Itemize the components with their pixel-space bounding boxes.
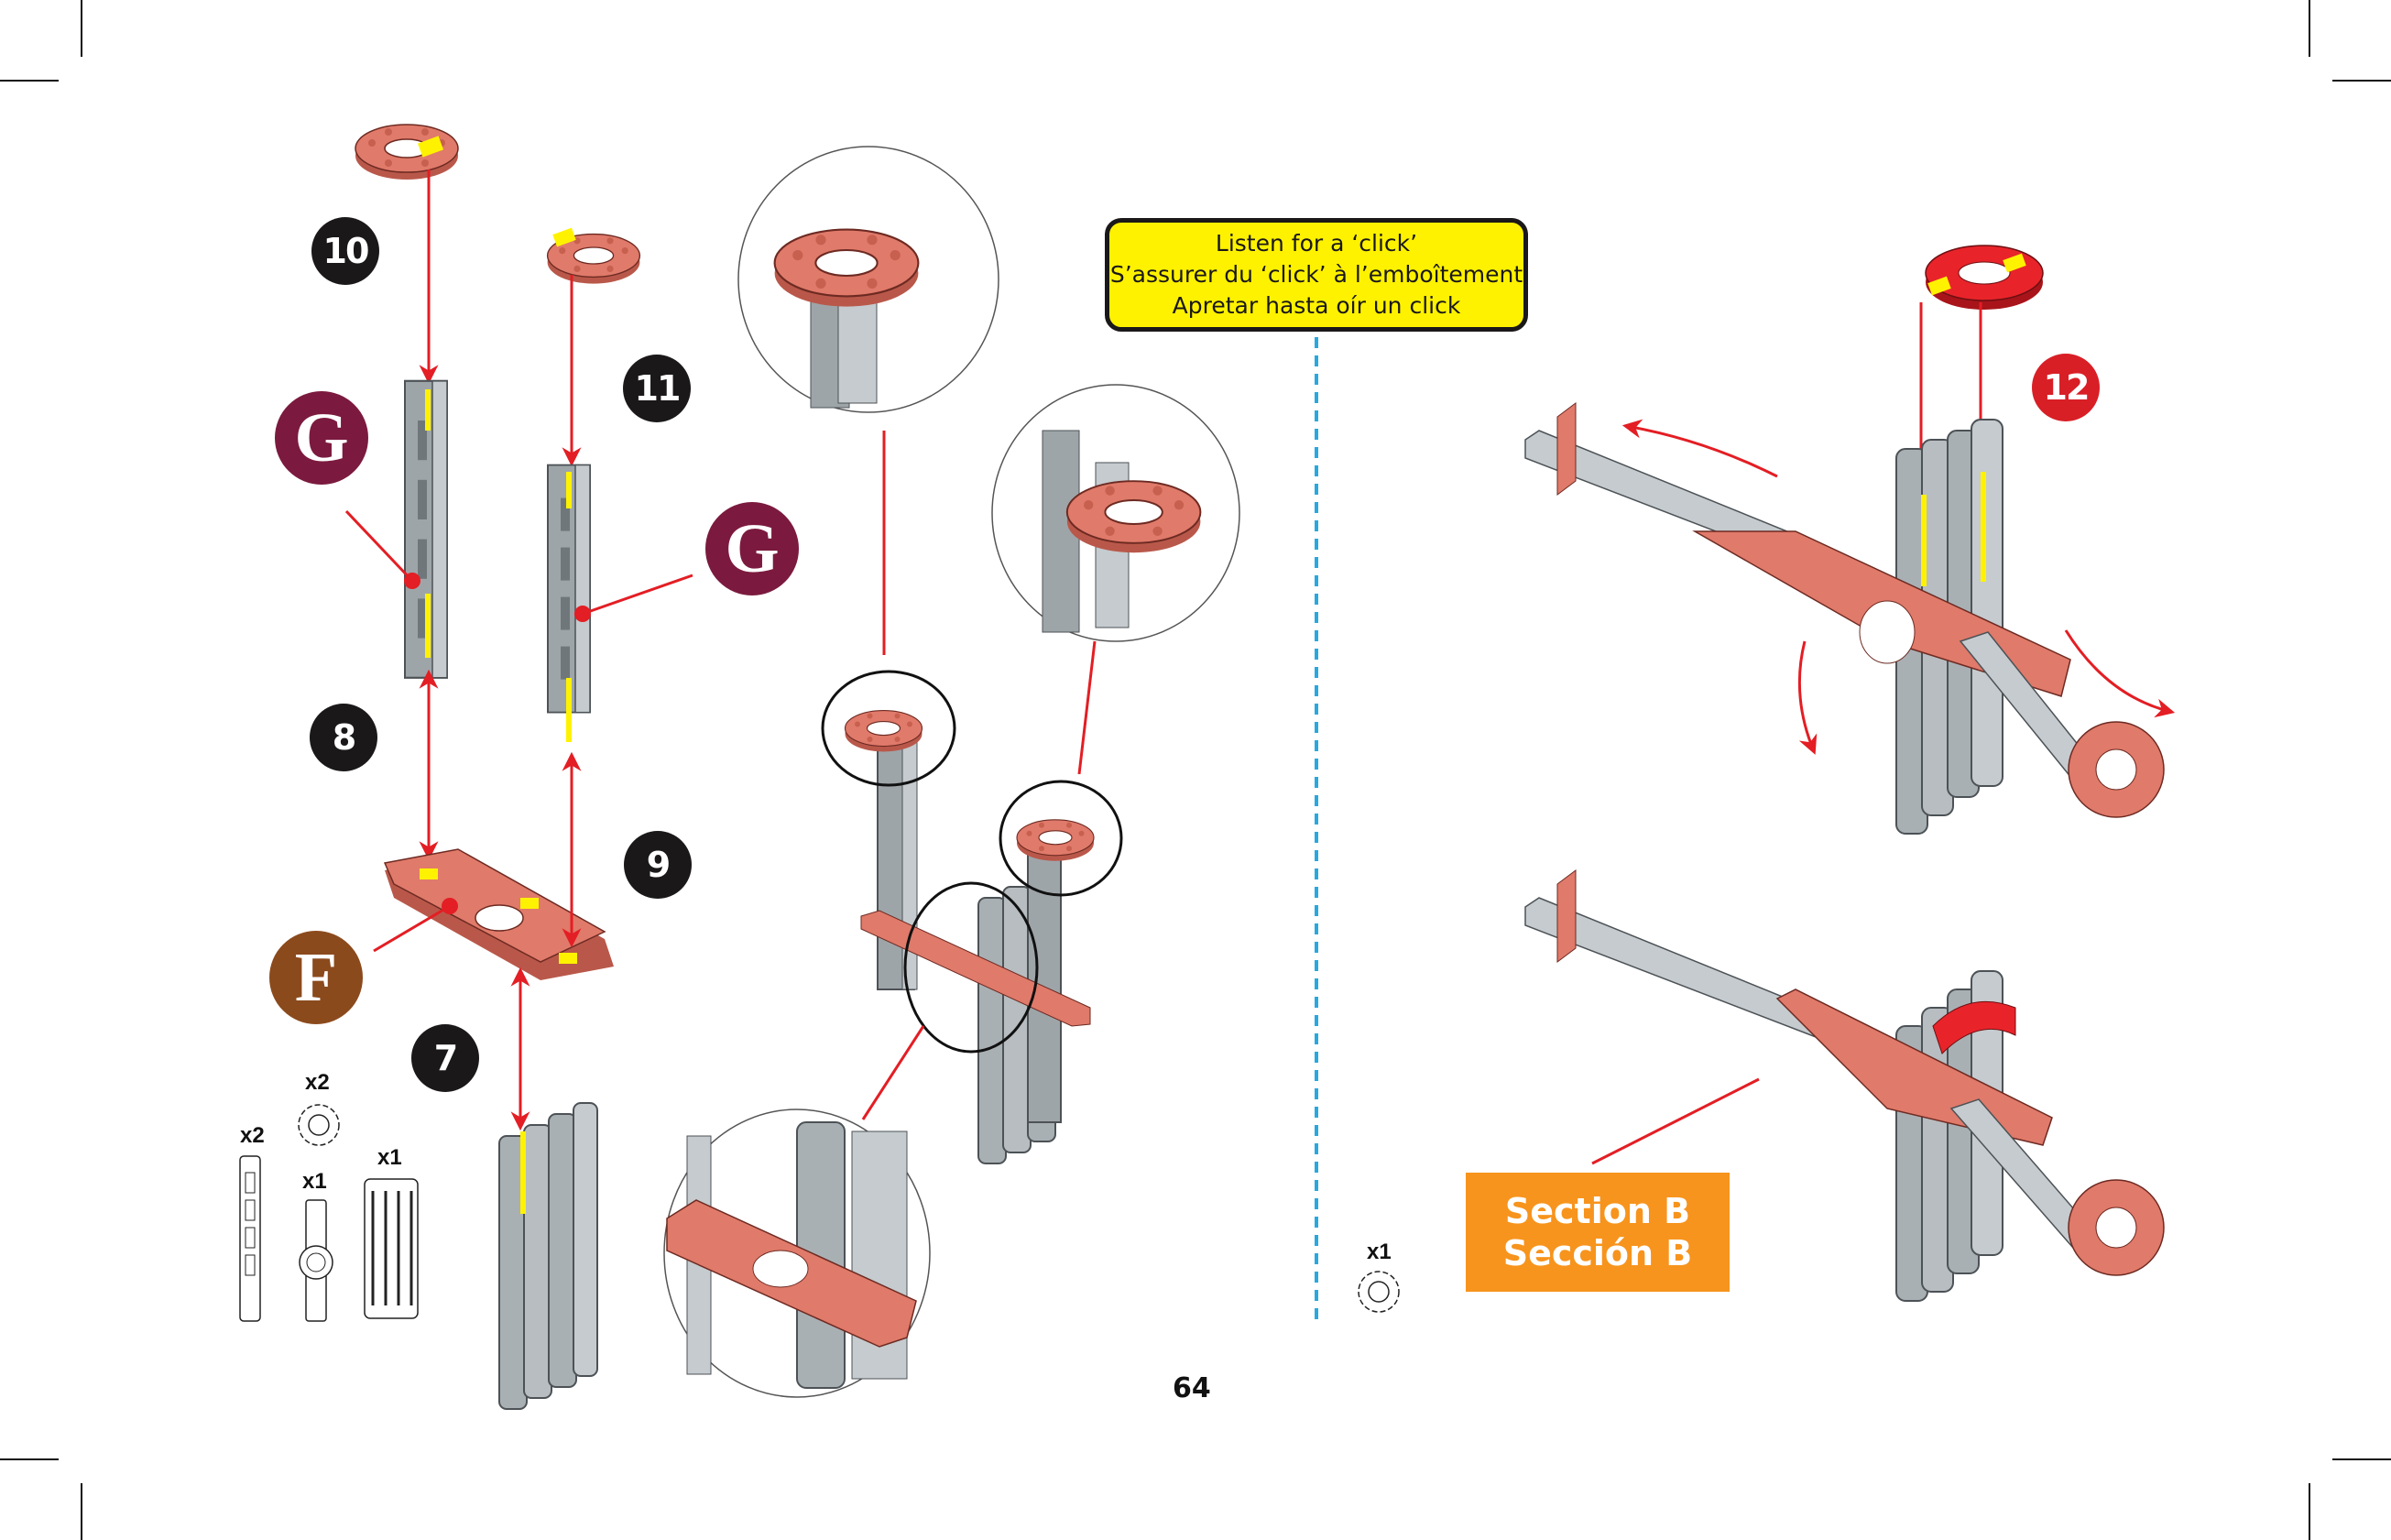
part-label-g: G bbox=[705, 502, 799, 595]
qty-long-strip: x2 bbox=[240, 1123, 265, 1148]
section-label-es: Sección B bbox=[1502, 1233, 1693, 1273]
assembled-model-after bbox=[1524, 869, 2165, 1302]
quad-panel-piece bbox=[498, 1102, 598, 1410]
crop-mark bbox=[2332, 80, 2391, 82]
center-assembly bbox=[844, 709, 1095, 1164]
callout-line bbox=[344, 509, 414, 583]
assembled-model-before bbox=[1524, 402, 2165, 835]
yellow-marker bbox=[566, 678, 572, 742]
yellow-marker bbox=[425, 594, 431, 658]
highlight-circle bbox=[999, 780, 1123, 897]
rotate-arrow bbox=[1797, 640, 1818, 755]
note-line-en: Listen for a ‘click’ bbox=[1215, 230, 1418, 257]
note-line-es: Apretar hasta oír un click bbox=[1172, 292, 1461, 319]
callout-line bbox=[861, 1025, 925, 1120]
step-badge-11: 11 bbox=[623, 355, 691, 422]
rotate-arrow bbox=[1621, 419, 1778, 478]
gear-ring-icon bbox=[1358, 1271, 1400, 1313]
hub-strip-icon bbox=[299, 1199, 333, 1322]
yellow-marker bbox=[566, 472, 572, 508]
qty-hub-strip: x1 bbox=[302, 1169, 327, 1194]
note-line-fr: S’assurer du ‘click’ à l’emboîtement bbox=[1109, 261, 1523, 288]
crop-mark bbox=[81, 0, 82, 57]
step-badge-12: 12 bbox=[2032, 354, 2100, 421]
gear-ring-icon bbox=[298, 1104, 340, 1146]
part-label-f: F bbox=[269, 931, 363, 1024]
rotate-arrow bbox=[2064, 629, 2176, 718]
callout-line bbox=[582, 573, 693, 616]
qty-quad-panel: x1 bbox=[377, 1145, 402, 1170]
highlight-circle bbox=[903, 881, 1039, 1054]
crop-mark bbox=[2309, 1483, 2310, 1540]
detail-circle-bottom bbox=[663, 1109, 931, 1398]
long-strip-icon bbox=[239, 1155, 261, 1322]
parts-list-left bbox=[239, 1104, 419, 1322]
callout-line bbox=[1591, 1077, 1760, 1165]
yellow-marker bbox=[417, 136, 444, 158]
step-badge-8: 8 bbox=[310, 704, 377, 771]
part-label-g: G bbox=[275, 391, 368, 485]
crop-mark bbox=[0, 80, 59, 82]
highlight-circle bbox=[821, 670, 956, 787]
section-label: Section B Sección B bbox=[1466, 1173, 1730, 1292]
step-badge-10: 10 bbox=[311, 217, 379, 285]
click-instruction-note: Listen for a ‘click’ S’assurer du ‘click… bbox=[1105, 218, 1528, 332]
page-number: 64 bbox=[1173, 1372, 1211, 1404]
quad-panel-icon bbox=[364, 1178, 419, 1319]
step-badge-9: 9 bbox=[624, 831, 692, 899]
step-badge-7: 7 bbox=[411, 1024, 479, 1092]
yellow-marker bbox=[425, 389, 431, 431]
crop-mark bbox=[2309, 0, 2310, 57]
crop-mark bbox=[81, 1483, 82, 1540]
crop-mark bbox=[0, 1458, 59, 1460]
section-label-en: Section B bbox=[1504, 1191, 1691, 1231]
callout-line bbox=[1077, 640, 1097, 775]
yellow-marker bbox=[552, 227, 576, 247]
callout-line bbox=[373, 904, 451, 953]
gear-ring-piece bbox=[355, 124, 459, 180]
crop-mark bbox=[2332, 1458, 2391, 1460]
red-gear-ring-piece bbox=[1925, 245, 2044, 310]
qty-gear-ring-right: x1 bbox=[1367, 1240, 1392, 1264]
detail-circle-right bbox=[991, 384, 1240, 642]
detail-circle-top bbox=[737, 146, 999, 413]
connector-piece bbox=[383, 848, 614, 980]
qty-gear-ring: x2 bbox=[305, 1070, 330, 1095]
